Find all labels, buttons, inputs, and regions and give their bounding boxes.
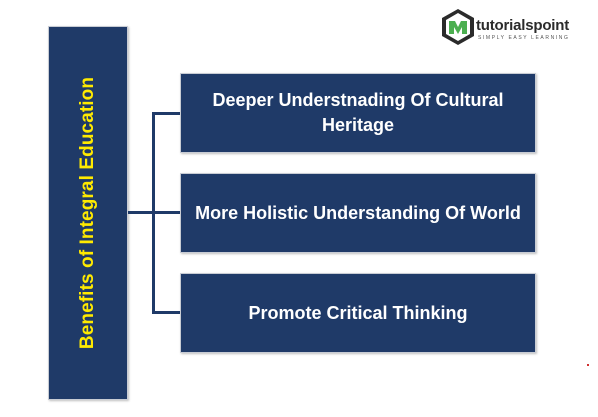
root-node: Benefits of Integral Education: [48, 26, 128, 400]
child-node-3: Promote Critical Thinking: [180, 273, 536, 353]
child-node-2: More Holistic Understanding Of World: [180, 173, 536, 253]
child-node-label: More Holistic Understanding Of World: [195, 202, 521, 223]
child-node-label: Promote Critical Thinking: [248, 302, 468, 323]
tutorialspoint-logo-icon: [442, 9, 474, 45]
connector-root-stem: [128, 211, 154, 214]
connector-branch-1: [152, 112, 180, 115]
child-node-label: Deeper Understnading Of Cultural Heritag…: [212, 90, 504, 135]
tutorialspoint-logo: tutorialspoint SIMPLY EASY LEARNING: [441, 8, 587, 48]
root-node-label: Benefits of Integral Education: [77, 76, 98, 350]
connector-branch-3: [152, 311, 180, 314]
logo-tagline: SIMPLY EASY LEARNING: [478, 35, 570, 41]
logo-name: tutorialspoint: [476, 17, 570, 34]
stray-dot: [587, 364, 589, 366]
child-node-1: Deeper Understnading Of Cultural Heritag…: [180, 73, 536, 153]
connector-branch-2: [152, 211, 180, 214]
